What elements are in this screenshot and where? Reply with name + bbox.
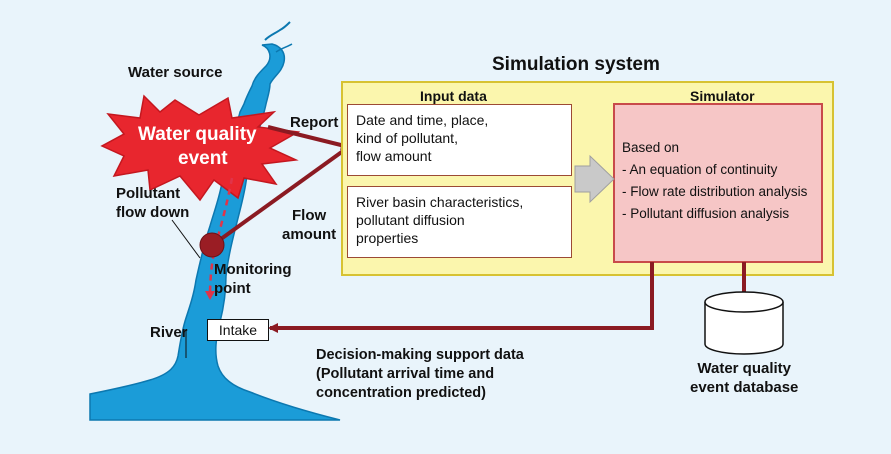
river-label: River [150,324,188,341]
pollutant-flow-label: Pollutant flow down [116,185,190,221]
report-label: Report [290,114,339,131]
flow-amount-label: Flow amount [282,207,337,243]
database-label: Water quality event database [690,360,799,396]
simulator-heading: Simulator [690,88,755,104]
event-label-line2: event [178,148,228,169]
report-arrow [267,125,351,150]
simulator-item-flow-rate: - Flow rate distribution analysis [622,184,808,199]
starburst-icon [100,94,301,202]
monitoring-point-label: Monitoring point [214,261,292,297]
water-source-label: Water source [128,64,223,81]
simulator-item-diffusion: - Pollutant diffusion analysis [622,206,790,221]
pollutant-leader-line [171,219,201,259]
flow-amount-arrow [212,144,352,246]
circle-marker-icon [199,232,225,258]
simulation-system-title: Simulation system [492,54,660,75]
simulator-item-continuity: - An equation of continuity [622,162,778,177]
simulator-based-on: Based on [622,140,680,155]
simulator-box [613,103,823,263]
event-label-line1: Water quality [138,124,257,145]
block-arrow-icon [574,154,615,204]
input-data-heading: Input data [420,88,487,104]
intake-label: Intake [207,319,269,341]
decision-support-arrow [268,262,654,333]
input-box-basin-properties: River basin characteristics, pollutant d… [347,186,572,258]
decision-support-label: Decision-making support data (Pollutant … [316,347,524,401]
cylinder-database-icon [704,291,784,355]
input-box-event-details: Date and time, place, kind of pollutant,… [347,104,572,176]
